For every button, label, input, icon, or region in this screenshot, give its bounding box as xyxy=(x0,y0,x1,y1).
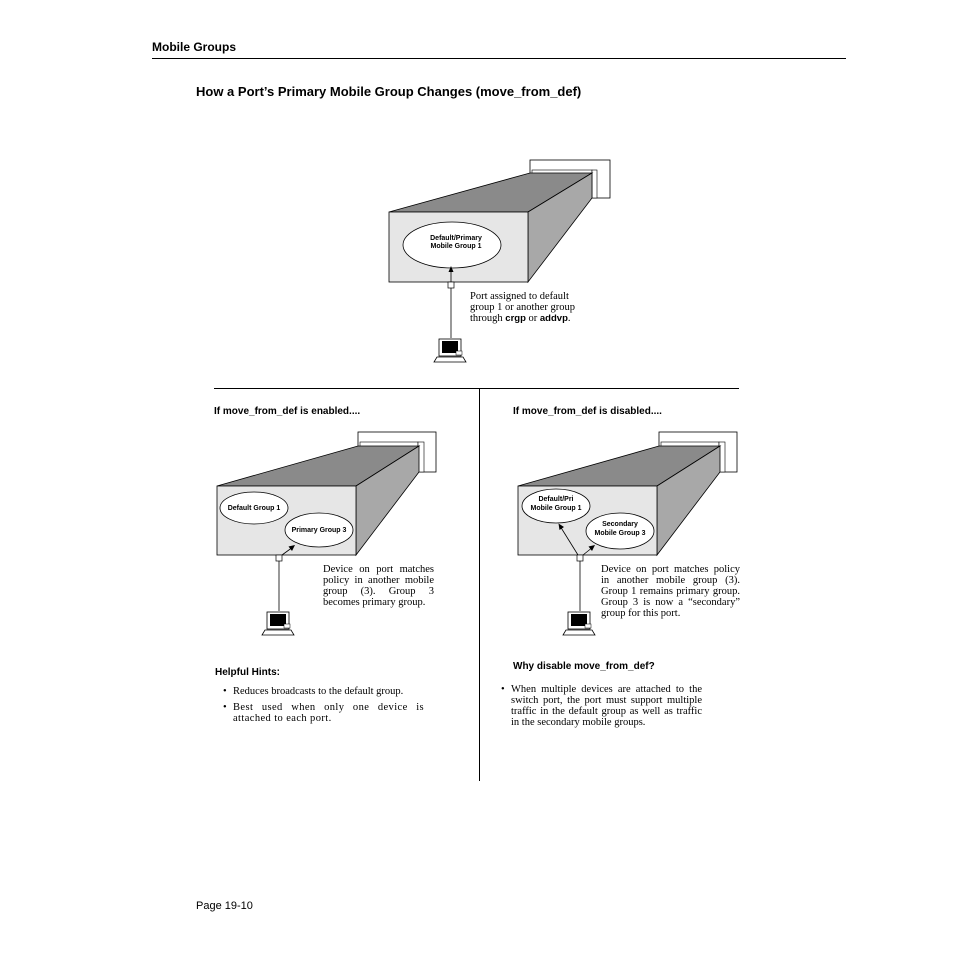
computer-icon xyxy=(433,338,467,363)
secondary-arrow-head xyxy=(588,545,595,551)
enabled-caption: Device on port matches policy in another… xyxy=(323,564,434,608)
addvp-command: addvp xyxy=(539,313,568,324)
computer-icon xyxy=(261,611,295,636)
default-group-oval xyxy=(219,491,289,525)
assign-arrow-head xyxy=(448,266,454,272)
default-primary-group-oval xyxy=(402,221,502,269)
crgp-command: crgp xyxy=(505,313,526,324)
caption-or: or xyxy=(525,313,540,324)
disabled-switch-diagram: Default/Pri Mobile Group 1 Secondary Mob… xyxy=(517,431,738,636)
why-disable-text: When multiple devices are attached to th… xyxy=(511,684,702,728)
hint-item: • Reduces broadcasts to the default grou… xyxy=(223,686,424,697)
secondary-label-2: Mobile Group 3 xyxy=(595,530,646,537)
disabled-caption: Device on port matches policy in another… xyxy=(601,564,740,619)
hint-item: • Best used when only one device is atta… xyxy=(223,702,424,724)
primary-arrow-head xyxy=(558,523,564,530)
why-disable-heading: Why disable move_from_def? xyxy=(513,661,655,672)
vertical-divider xyxy=(479,388,480,781)
hint-text: Reduces broadcasts to the default group. xyxy=(233,686,404,697)
primary-group-oval xyxy=(284,512,354,548)
bullet: • xyxy=(223,702,227,713)
default-group-label: Default Group 1 xyxy=(228,505,281,512)
enabled-switch-diagram: Default Group 1 Primary Group 3 xyxy=(216,431,437,636)
back-switch-side xyxy=(591,169,598,199)
port-square xyxy=(576,554,584,562)
port-square xyxy=(447,281,455,289)
secondary-group-oval xyxy=(585,512,655,550)
default-primary-label-2: Mobile Group 1 xyxy=(431,243,482,250)
default-primary-label-1: Default/Primary xyxy=(430,235,482,242)
primary-arrow-line xyxy=(559,525,579,556)
why-disable-item: • When multiple devices are attached to … xyxy=(501,684,702,728)
disabled-heading: If move_from_def is disabled.... xyxy=(513,406,662,417)
page-title: How a Port’s Primary Mobile Group Change… xyxy=(196,84,582,99)
running-header: Mobile Groups xyxy=(152,40,236,54)
horizontal-divider xyxy=(214,388,739,389)
computer-icon xyxy=(562,611,596,636)
helpful-hints-list: • Reduces broadcasts to the default grou… xyxy=(223,686,424,724)
move-arrow-head xyxy=(288,545,295,551)
helpful-hints-heading: Helpful Hints: xyxy=(215,667,280,678)
caption-period: . xyxy=(567,313,571,324)
header-rule xyxy=(152,58,846,59)
top-diagram-caption: Port assigned to default group 1 or anot… xyxy=(470,291,592,324)
secondary-label-1: Secondary xyxy=(602,521,638,528)
default-pri-label-2: Mobile Group 1 xyxy=(531,505,582,512)
hint-text: Best used when only one device is attach… xyxy=(233,702,424,724)
bullet: • xyxy=(223,686,227,697)
page-number: Page 19-10 xyxy=(196,900,253,912)
port-square xyxy=(275,554,283,562)
primary-group-label: Primary Group 3 xyxy=(292,527,347,534)
default-pri-group-oval xyxy=(521,488,591,524)
top-switch-diagram: Default/Primary Mobile Group 1 xyxy=(388,159,611,363)
enabled-heading: If move_from_def is enabled.... xyxy=(214,406,361,417)
caption-text: Port assigned to default group 1 or anot… xyxy=(470,291,575,324)
default-pri-label-1: Default/Pri xyxy=(538,496,573,503)
bullet: • xyxy=(501,684,505,695)
